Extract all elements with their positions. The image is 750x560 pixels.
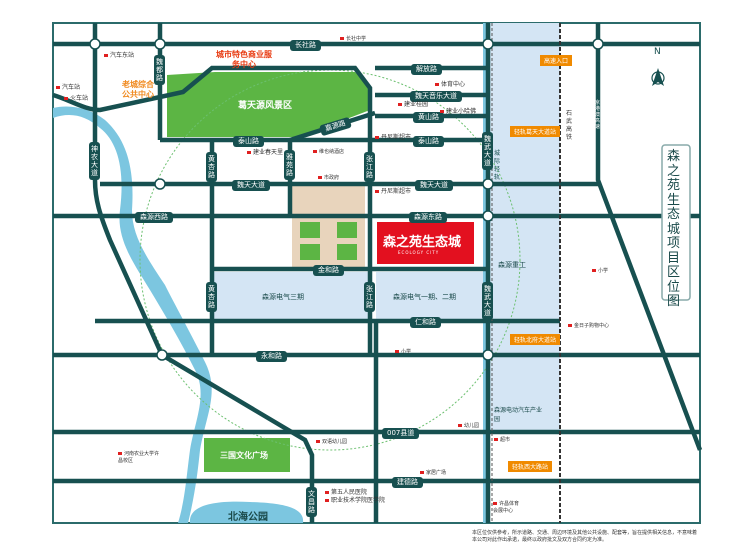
road-senyuan-east: 森源东路 <box>409 212 447 223</box>
senyuan12-label: 森源电气一期、二期 <box>393 293 456 301</box>
rail-station-1: 轻轨葛天大道站 <box>510 126 561 137</box>
city-center-label: 城市特色商业服务中心 <box>216 50 272 69</box>
road-changshe: 长社路 <box>290 40 321 51</box>
poi-sports: 体育中心 <box>435 79 465 88</box>
road-weiwu-2: 魏武大道 <box>482 282 493 320</box>
poi-supermarket: 超市 <box>494 436 510 443</box>
road-zhangjiang-2: 张江路 <box>364 282 375 312</box>
ev-park-label: 森源电动汽车产业园 <box>494 407 543 423</box>
road-weitian: 魏天大道 <box>232 180 270 191</box>
road-renhe: 仁和路 <box>410 317 441 328</box>
senyuan3-area <box>213 272 370 319</box>
title-box <box>661 144 691 301</box>
road-wenchang: 文昌路 <box>306 487 317 517</box>
rail-zone <box>490 23 560 432</box>
road-huangxing: 黄杏路 <box>206 152 217 182</box>
canal <box>483 23 487 523</box>
plaza-area <box>204 438 290 472</box>
road-huangxing-2: 黄杏路 <box>206 282 217 312</box>
poi-agri-univ: 河南农业大学许昌校区 <box>118 451 160 464</box>
highway-jinggangao: 京港澳高速 <box>595 100 601 130</box>
poi-gov: 市政府 <box>318 174 339 181</box>
poi-jinri: 金日子购物中心 <box>568 322 609 329</box>
beihai-label: 北海公园 <box>228 512 268 523</box>
road-weiwu: 魏武大道 <box>482 132 493 170</box>
road-weitian-music: 魏天音乐大道 <box>410 91 462 102</box>
public-center-label: 老城综合公共中心 <box>122 80 154 99</box>
plaza-label: 三国文化广场 <box>220 451 268 460</box>
highway-entry: 高速入口 <box>540 55 573 66</box>
road-yonghe: 永和路 <box>256 351 287 362</box>
road-taishan-east: 泰山路 <box>413 136 444 147</box>
senyuan3-label: 森源电气三期 <box>262 293 304 301</box>
poi-school-2: 小学 <box>395 348 411 355</box>
park-area <box>167 72 370 137</box>
road-weidu: 魏都路 <box>154 55 165 85</box>
beihai-lake <box>189 501 304 523</box>
poi-square: 家居广场 <box>420 469 446 476</box>
radius-circle <box>139 69 521 451</box>
road-taishan: 泰山路 <box>233 136 264 147</box>
project-name: 森之苑生态城 <box>383 235 462 250</box>
poi-stadium: 许昌体育会展中心 <box>493 500 523 514</box>
poi-bus-east: 汽车东站 <box>104 50 134 59</box>
project-subtitle: ECOLOGY CITY <box>398 250 440 255</box>
road-007: 007县道 <box>382 428 420 439</box>
poi-kindergarten: 双语幼儿园 <box>316 438 347 445</box>
poi-kids: 幼儿园 <box>458 422 479 429</box>
north-arrow-icon <box>651 68 665 86</box>
poi-bus: 汽车站 <box>56 82 80 91</box>
roundabouts <box>89 38 604 361</box>
poi-danni-2: 丹尼斯超市 <box>375 186 411 195</box>
poi-hotel: 维也纳酒店 <box>313 148 344 155</box>
road-jiande: 建德路 <box>392 477 423 488</box>
road-jinhe: 金和路 <box>313 265 344 276</box>
heavy-label: 森源重工 <box>498 261 526 269</box>
poi-hospital5: 第五人民医院 <box>325 487 367 496</box>
road-jiefang: 解放路 <box>411 64 442 75</box>
senyuan12-area <box>376 272 486 319</box>
poi-jianye-xiao: 建业小哈佛 <box>440 106 476 115</box>
road-zhangjiang: 张江路 <box>364 152 375 182</box>
footnote: 本区位仅供参考，所示道路、交通、周边环境及其他公共设施、配套等，旨在提供相关信息… <box>472 530 698 543</box>
north-label: N <box>654 47 661 57</box>
road-senyuan-west: 森源西路 <box>135 212 173 223</box>
road-shennong: 神农大道 <box>89 142 100 180</box>
poi-danni: 丹尼斯超市 <box>375 132 411 141</box>
road-yayuan: 雅苑路 <box>284 150 295 180</box>
park-label: 葛天源风景区 <box>238 101 293 111</box>
rail-shiwu: 石武高铁 <box>566 110 573 141</box>
poi-changshe-mid: 长社中学 <box>340 35 366 42</box>
poi-jianye: 建业桂园 <box>398 99 428 108</box>
poi-school: 小学 <box>592 267 608 274</box>
project-box <box>377 222 474 264</box>
rail-station-3: 轻轨西大路站 <box>508 461 553 472</box>
poi-college: 职业技术学院医学院 <box>325 495 385 504</box>
map-title: 森之苑生态城项目区位图 <box>667 149 681 309</box>
rail-station-2: 轻轨北府大道站 <box>510 334 561 345</box>
road-weitian-east: 魏天大道 <box>415 180 453 191</box>
poi-jianye-spring: 建业春天里 <box>247 147 283 156</box>
light-rail-label: 城际轻轨 <box>494 150 501 181</box>
poi-train: 火车站 <box>64 93 88 102</box>
road-huangshan: 黄山路 <box>413 112 444 123</box>
